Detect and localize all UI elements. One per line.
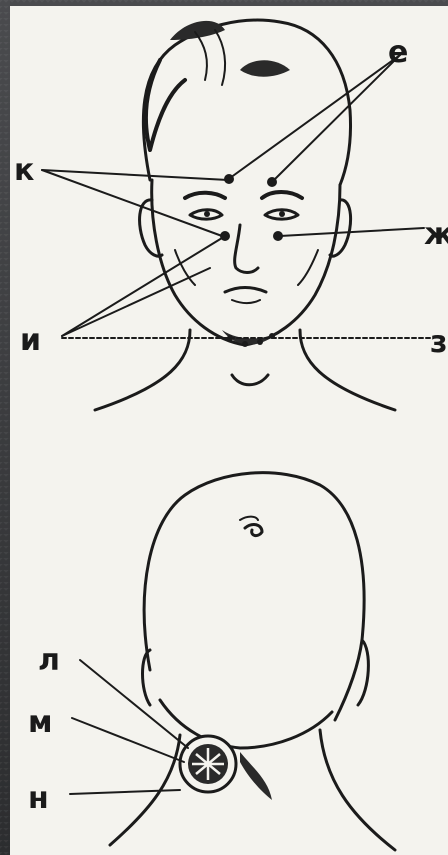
point-e-right bbox=[267, 177, 277, 187]
point-k bbox=[220, 231, 230, 241]
label-l: л bbox=[38, 643, 60, 678]
label-n: н bbox=[28, 781, 49, 816]
point-e-left bbox=[224, 174, 234, 184]
front-points bbox=[220, 174, 283, 241]
label-k: к bbox=[14, 153, 34, 188]
label-e: е bbox=[388, 35, 408, 70]
front-leader-lines bbox=[42, 55, 430, 338]
label-zh: ж bbox=[424, 217, 448, 252]
occipital-target bbox=[180, 736, 236, 792]
front-head-drawing bbox=[95, 20, 395, 410]
label-i: и bbox=[20, 323, 41, 358]
label-m: м bbox=[28, 705, 53, 740]
label-z: з bbox=[430, 325, 447, 360]
back-head-drawing bbox=[110, 473, 395, 850]
point-zh bbox=[273, 231, 283, 241]
